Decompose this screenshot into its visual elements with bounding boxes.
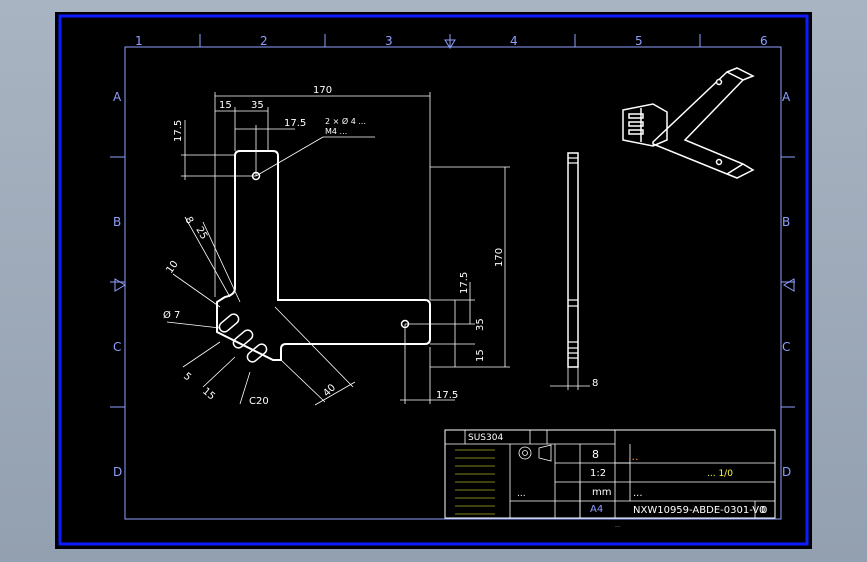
dim-phi7: Ø 7 <box>163 309 180 321</box>
dim-35-right: 35 <box>475 318 486 331</box>
zone-numbers: 1 2 3 4 5 6 <box>135 34 768 48</box>
zone-letters: A B C D A B C D <box>113 90 791 479</box>
projection-symbol-icon <box>518 444 552 462</box>
iso-view <box>622 67 755 179</box>
dim-5: 5 <box>181 371 193 384</box>
side-profile <box>567 152 579 368</box>
dim-170-top: 170 <box>313 85 332 96</box>
side-view: 8 <box>550 152 598 390</box>
inner-frame <box>124 46 782 520</box>
dim-40: 40 <box>321 382 338 399</box>
slot <box>232 329 254 349</box>
dim-17-5-bottom: 17.5 <box>436 390 458 401</box>
dim-15-top: 15 <box>219 100 232 111</box>
dim-15-diag: 15 <box>200 386 217 403</box>
zone-number: 5 <box>635 34 643 48</box>
zone-ticks <box>110 34 795 408</box>
thickness-dim-lines <box>550 367 590 390</box>
outer-frame <box>58 14 809 546</box>
scale-value: 1:2 <box>590 468 606 479</box>
zone-letter: C <box>113 340 121 354</box>
company-name: ... <box>628 450 639 463</box>
dim-thickness: 8 <box>592 378 598 389</box>
material-label: SUS304 <box>468 433 503 443</box>
unit-value: mm <box>592 487 611 498</box>
part-name: ... <box>633 488 643 499</box>
dim-c20: C20 <box>249 396 269 407</box>
zone-number: 1 <box>135 34 143 48</box>
note-line-1: 2 × Ø 4 ... <box>325 116 366 126</box>
zone-letter: C <box>782 340 790 354</box>
zone-number: 3 <box>385 34 393 48</box>
zone-letter: D <box>113 465 122 479</box>
slot <box>218 313 240 333</box>
front-view: 170 15 35 17.5 17.5 170 17.5 35 15 17.5 … <box>163 85 510 407</box>
quantity-value: 8 <box>592 448 599 461</box>
zone-letter: A <box>782 90 791 104</box>
footer-text: ... <box>615 522 621 529</box>
hole-note: 2 × Ø 4 ... M4 ... <box>325 116 366 136</box>
dim-170-right: 170 <box>494 248 505 267</box>
revision-value: 0 <box>761 505 767 516</box>
dim-17-5-top: 17.5 <box>284 118 306 129</box>
dimension-texts: 170 15 35 17.5 17.5 170 17.5 35 15 17.5 … <box>163 85 505 407</box>
dim-15-right: 15 <box>475 349 486 362</box>
slots <box>218 313 268 363</box>
sheet-label: ... 1/0 <box>707 469 733 479</box>
zone-letter: A <box>113 90 122 104</box>
note-line-2: M4 ... <box>325 127 347 136</box>
zone-number: 4 <box>510 34 518 48</box>
treatment-value: ... <box>517 489 526 499</box>
side-lines <box>568 157 578 359</box>
dim-25: 25 <box>193 225 209 242</box>
center-mark-left <box>114 278 126 292</box>
zone-letter: D <box>782 465 791 479</box>
title-block: SUS304 ... 8 1:2 mm A4 ... 1/0 ... ... N… <box>444 429 776 529</box>
zone-number: 6 <box>760 34 768 48</box>
dim-17-5-left: 17.5 <box>173 120 184 142</box>
drawing-number: NXW10959-ABDE-0301-V0 <box>633 505 765 516</box>
slot <box>246 343 268 363</box>
zone-number: 2 <box>260 34 268 48</box>
part-outline <box>216 150 431 361</box>
dim-17-5-right: 17.5 <box>459 272 470 294</box>
center-mark-right <box>783 278 795 292</box>
paper-size-value: A4 <box>590 504 603 515</box>
dimension-lines <box>166 92 510 406</box>
cad-drawing: 1 2 3 4 5 6 A B C D A B C D <box>58 14 809 546</box>
dim-35-top: 35 <box>251 100 264 111</box>
signature-grid <box>455 449 495 515</box>
zone-letter: B <box>113 215 121 229</box>
dim-8: 8 <box>182 215 195 226</box>
dim-10: 10 <box>164 259 180 276</box>
center-mark-top <box>444 39 456 49</box>
zone-letter: B <box>782 215 790 229</box>
drawing-sheet: 1 2 3 4 5 6 A B C D A B C D <box>55 12 812 549</box>
